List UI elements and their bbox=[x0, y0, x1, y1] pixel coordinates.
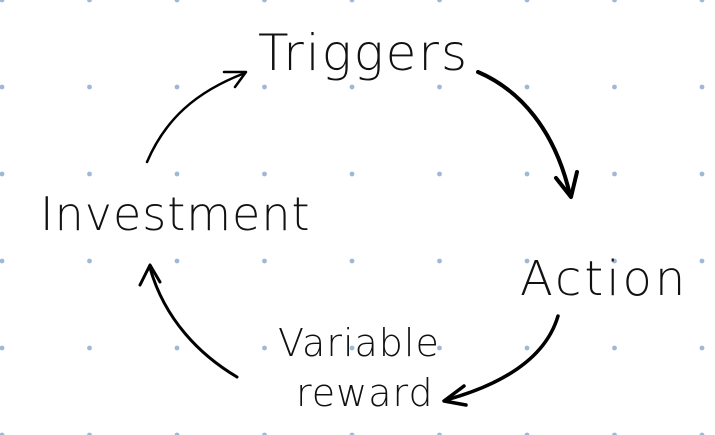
grid-dot bbox=[349, 171, 355, 177]
grid-dot bbox=[524, 171, 530, 177]
arrow-head-icon bbox=[554, 170, 579, 199]
grid-dot bbox=[262, 84, 267, 90]
grid-dot bbox=[349, 0, 355, 3]
grid-dot bbox=[87, 0, 92, 3]
arrow-head-icon bbox=[138, 263, 162, 287]
node-investment: Investment bbox=[40, 187, 311, 241]
arrow-reward-to-investment bbox=[138, 263, 239, 379]
arrow-line bbox=[476, 70, 572, 197]
arrow-line bbox=[148, 266, 239, 379]
grid-dot bbox=[524, 0, 530, 3]
arrow-line bbox=[444, 314, 560, 402]
grid-dot bbox=[349, 345, 355, 351]
grid-dot bbox=[524, 84, 530, 90]
grid-dot bbox=[87, 84, 92, 90]
grid-dot bbox=[349, 84, 355, 90]
grid-dot bbox=[0, 258, 5, 264]
node-action: Action bbox=[520, 251, 688, 307]
arrow-head-icon bbox=[222, 70, 248, 89]
grid-dot bbox=[612, 171, 617, 177]
grid-dot bbox=[87, 258, 92, 264]
grid-dot bbox=[349, 432, 355, 435]
grid-dot bbox=[524, 345, 530, 351]
grid-dot bbox=[699, 0, 705, 3]
grid-dot bbox=[0, 0, 5, 3]
grid-dot bbox=[262, 171, 267, 177]
grid-dot bbox=[174, 345, 180, 351]
grid-dot bbox=[0, 171, 5, 177]
arrow-investment-to-triggers bbox=[145, 70, 248, 164]
grid-dot bbox=[262, 258, 267, 264]
grid-dot bbox=[612, 84, 617, 90]
arrow-head-icon bbox=[442, 384, 468, 407]
grid-dot bbox=[174, 171, 180, 177]
grid-dot bbox=[699, 345, 705, 351]
grid-dot bbox=[437, 171, 442, 177]
grid-dot bbox=[612, 432, 617, 435]
arrow-action-to-reward bbox=[442, 314, 560, 407]
grid-dot bbox=[437, 432, 442, 435]
grid-dot bbox=[612, 0, 617, 3]
grid-dot bbox=[87, 171, 92, 177]
grid-dot bbox=[174, 0, 180, 3]
grid-dot bbox=[437, 84, 442, 90]
arrow-line bbox=[145, 71, 247, 164]
grid-dot bbox=[0, 432, 5, 435]
grid-dot bbox=[262, 432, 267, 435]
node-variable-reward-line2: reward bbox=[296, 371, 434, 415]
grid-dot bbox=[262, 0, 267, 3]
grid-dot bbox=[524, 258, 530, 264]
grid-dot bbox=[612, 258, 617, 264]
grid-dot bbox=[174, 258, 180, 264]
grid-dot bbox=[87, 432, 92, 435]
grid-dot bbox=[87, 345, 92, 351]
grid-dot bbox=[0, 84, 5, 90]
grid-dot bbox=[612, 345, 617, 351]
grid-dot bbox=[174, 432, 180, 435]
grid-dot bbox=[699, 171, 705, 177]
grid-dot bbox=[437, 258, 442, 264]
node-triggers: Triggers bbox=[258, 24, 469, 82]
grid-dot bbox=[699, 258, 705, 264]
grid-dot bbox=[262, 345, 267, 351]
grid-dot bbox=[174, 84, 180, 90]
grid-dot bbox=[0, 345, 5, 351]
grid-dot bbox=[524, 432, 530, 435]
grid-dot bbox=[349, 258, 355, 264]
grid-dot bbox=[699, 432, 705, 435]
grid-dot bbox=[699, 84, 705, 90]
arrow-triggers-to-action bbox=[476, 70, 579, 199]
grid-dot bbox=[437, 0, 442, 3]
grid-dot bbox=[437, 345, 442, 351]
node-variable-reward-line1: Variable bbox=[278, 321, 440, 365]
